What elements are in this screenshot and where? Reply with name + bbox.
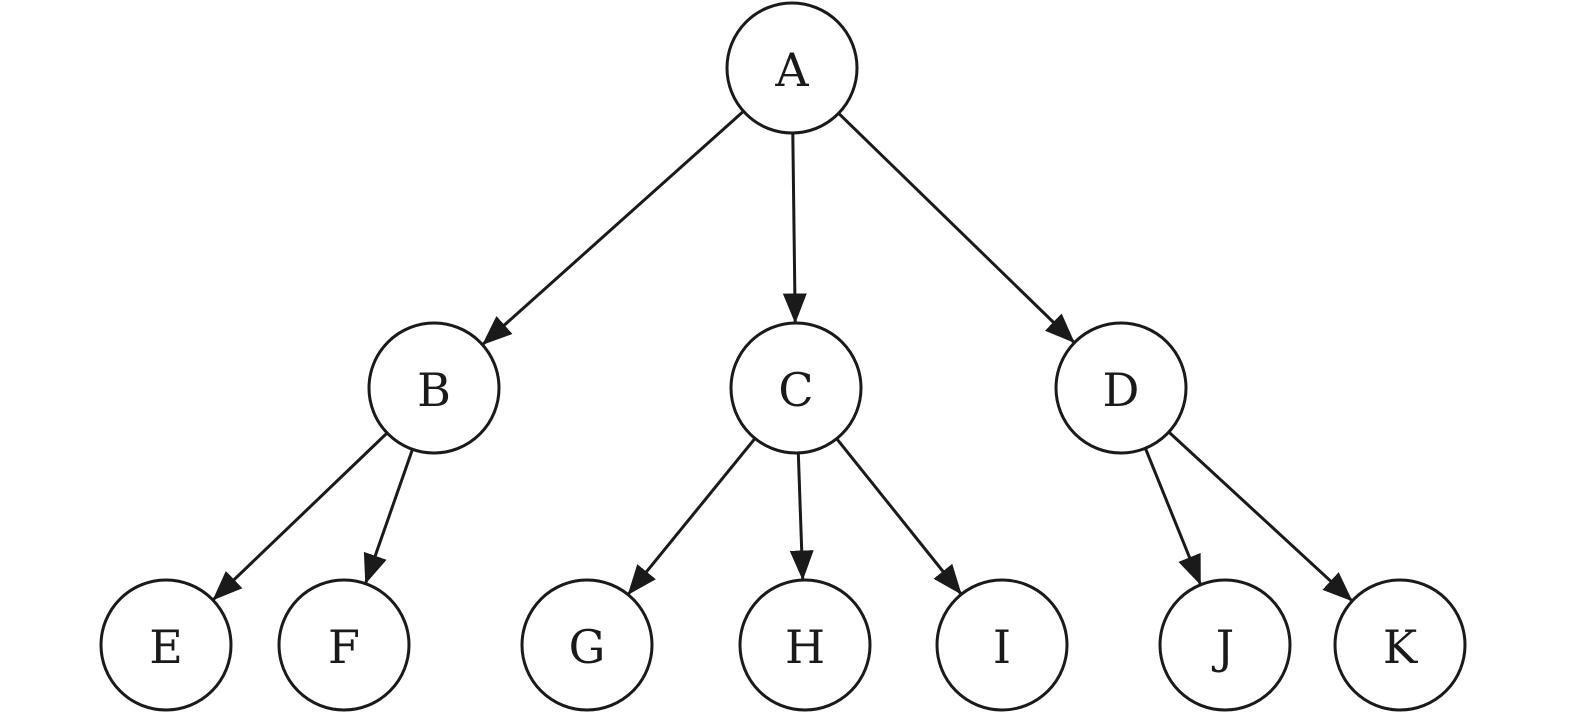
- node-a: A: [725, 1, 859, 135]
- node-e-label: E: [149, 620, 183, 674]
- nodes-layer: A B C D E F G H: [99, 1, 1467, 712]
- node-j-circle: [1158, 578, 1292, 712]
- node-b: B: [367, 321, 501, 455]
- edge-c-i: [835, 437, 962, 595]
- edge-c-g: [627, 437, 757, 595]
- node-e-circle: [99, 578, 233, 712]
- node-f-label: F: [328, 620, 360, 674]
- edge-b-f: [363, 448, 414, 585]
- node-a-circle: [725, 1, 859, 135]
- node-i-circle: [935, 578, 1069, 712]
- node-b-label: B: [417, 363, 451, 417]
- node-h: H: [738, 578, 872, 712]
- node-i: I: [935, 578, 1069, 712]
- node-j: J: [1158, 578, 1292, 712]
- edges-layer: [212, 110, 1353, 602]
- node-b-circle: [367, 321, 501, 455]
- edge-b-e: [212, 431, 389, 601]
- node-i-label: I: [993, 620, 1011, 674]
- node-c-circle: [729, 321, 863, 455]
- node-f: F: [277, 578, 411, 712]
- node-h-circle: [738, 578, 872, 712]
- node-d-circle: [1054, 321, 1188, 455]
- node-d: D: [1054, 321, 1188, 455]
- node-h-label: H: [785, 620, 825, 674]
- node-e: E: [99, 578, 233, 712]
- node-c-label: C: [778, 363, 813, 417]
- node-f-circle: [277, 578, 411, 712]
- node-c: C: [729, 321, 863, 455]
- edge-a-c: [782, 132, 807, 324]
- node-d-label: D: [1103, 363, 1140, 417]
- node-k-circle: [1333, 578, 1467, 712]
- node-a-label: A: [774, 43, 809, 97]
- node-k-label: K: [1383, 620, 1419, 674]
- edge-d-j: [1144, 447, 1202, 586]
- node-g-label: G: [569, 620, 606, 674]
- node-g-circle: [520, 578, 654, 712]
- node-k: K: [1333, 578, 1467, 712]
- edge-c-h: [789, 452, 814, 581]
- edge-a-b: [482, 110, 745, 346]
- edge-a-d: [837, 112, 1075, 344]
- edge-d-k: [1167, 430, 1353, 602]
- node-g: G: [520, 578, 654, 712]
- node-j-label: J: [1212, 620, 1234, 674]
